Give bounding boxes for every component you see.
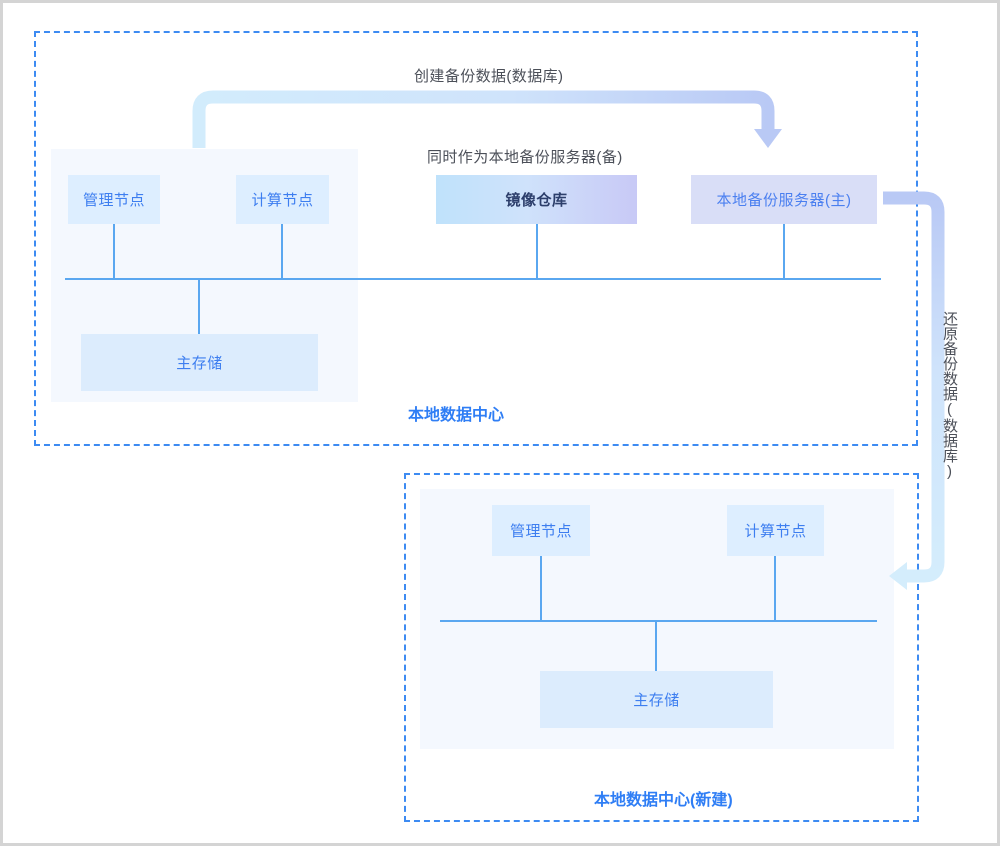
annotation-restore-backup: 还原备份数据(数据库) [939, 311, 960, 480]
annotation-create-backup: 创建备份数据(数据库) [414, 68, 564, 85]
annotation-restore-text: 还原备份数据(数据库) [941, 311, 958, 480]
node-label: 管理节点 [509, 523, 572, 540]
node-management-bottom[interactable]: 管理节点 [492, 505, 590, 556]
node-label: 本地备份服务器(主) [716, 192, 852, 209]
data-center-bottom-container [404, 473, 919, 822]
node-label: 管理节点 [82, 192, 145, 209]
node-label: 主存储 [633, 692, 680, 709]
node-primary-storage-bottom[interactable]: 主存储 [540, 671, 773, 728]
connector-mgmt-node-bottom [540, 556, 542, 621]
connector-primary-storage-bottom [655, 621, 657, 672]
node-primary-storage-top[interactable]: 主存储 [81, 334, 318, 391]
node-label: 镜像仓库 [505, 192, 568, 209]
data-center-bottom-caption: 本地数据中心(新建) [594, 792, 733, 809]
connector-backup-server [783, 224, 785, 279]
bus-line-top [65, 278, 881, 280]
node-label: 计算节点 [744, 523, 807, 540]
connector-compute-node-top [281, 224, 283, 279]
node-compute-bottom[interactable]: 计算节点 [727, 505, 824, 556]
connector-primary-storage-top [198, 279, 200, 335]
node-label: 计算节点 [251, 192, 314, 209]
node-compute-top[interactable]: 计算节点 [236, 175, 329, 224]
node-management-top[interactable]: 管理节点 [68, 175, 160, 224]
bus-line-bottom [440, 620, 877, 622]
data-center-top-caption: 本地数据中心 [408, 407, 505, 424]
connector-image-registry [536, 224, 538, 279]
node-image-registry[interactable]: 镜像仓库 [436, 175, 637, 224]
node-local-backup-server-primary[interactable]: 本地备份服务器(主) [691, 175, 877, 224]
connector-compute-node-bottom [774, 556, 776, 621]
node-label: 主存储 [176, 355, 223, 372]
annotation-also-serves-as-backup: 同时作为本地备份服务器(备) [427, 149, 623, 166]
connector-mgmt-node-top [113, 224, 115, 279]
